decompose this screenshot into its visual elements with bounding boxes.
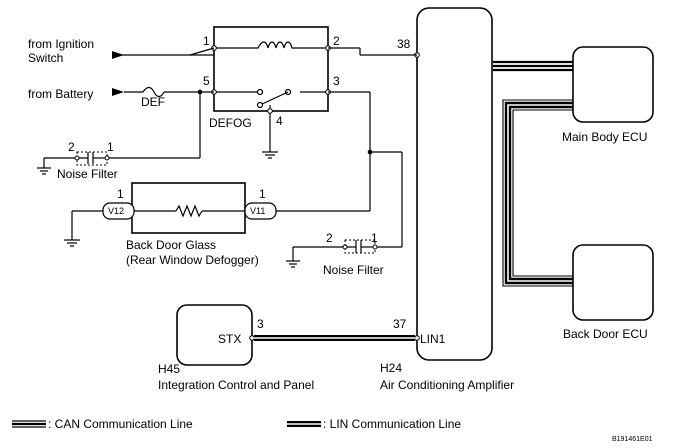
v12-pin: 1 [117,187,124,201]
integration-panel: STX 3 H45 Integration Control and Panel [158,304,314,392]
noise-filter-right-pin-1: 1 [371,231,378,245]
def-fuse-label: DEF [141,95,165,109]
back-door-ecu: Back Door ECU [563,244,654,341]
v11-pin: 1 [259,187,266,201]
fuse-icon [142,86,165,98]
noise-filter-right-pin-2: 2 [326,231,333,245]
legend-can-label: : CAN Communication Line [48,417,193,431]
arrow-right-icon [112,88,124,96]
lin1-terminal: LIN1 [420,332,446,346]
integration-panel-box [176,304,253,366]
relay-pin-1: 1 [203,34,210,48]
integration-panel-label: Integration Control and Panel [158,378,314,392]
back-door-ecu-box [572,244,654,321]
defog-relay: 1 5 2 3 4 DEFOG [203,26,340,130]
defog-relay-label: DEFOG [209,116,252,130]
resistor-icon [175,204,203,218]
integration-panel-code: H45 [158,362,180,376]
noise-filter-right: 2 1 Noise Filter [286,231,402,277]
relay-coil-icon [214,41,328,49]
stx-pin: 3 [257,317,264,331]
ac-amplifier-code: H24 [380,361,402,375]
back-door-glass: V12 V11 1 1 Back Door Glass (Rear Window… [102,182,277,267]
switch-blade-icon [259,91,289,106]
noise-filter-left-pin-2: 2 [68,140,75,154]
back-door-glass-box [131,182,246,234]
ac-amplifier-box [416,7,493,361]
relay-ground [262,113,278,159]
ac-amplifier: 38 37 LIN1 H24 Air Conditioning Amplifie… [380,7,514,392]
relay-pin-5: 5 [203,74,210,88]
main-body-ecu: Main Body ECU [562,46,654,144]
relay-pin-4: 4 [276,114,283,128]
amp-pin-37: 37 [393,317,407,331]
legend-can-swatch [12,420,46,428]
from-battery-label: from Battery [28,87,93,101]
legend-lin-swatch [287,421,321,427]
from-ignition-label-2: Switch [28,51,63,65]
amp-pin-38: 38 [397,37,411,51]
v12-label: V12 [108,206,124,216]
main-body-ecu-box [572,46,654,123]
legend-lin-label: : LIN Communication Line [323,417,461,431]
ac-amplifier-label: Air Conditioning Amplifier [380,378,514,392]
switch-contact-icon [256,88,264,96]
document-id: B191461E01 [612,436,653,443]
arrow-right-icon [112,51,124,59]
noise-filter-left-pin-1: 1 [107,140,114,154]
lin-communication-line [254,335,415,341]
defog-relay-box [213,26,329,112]
back-door-ecu-label: Back Door ECU [563,327,648,341]
relay-pin-2: 2 [333,34,340,48]
can-line-main-body [493,60,573,72]
back-door-glass-label: Back Door Glass [126,238,216,252]
v11-label: V11 [250,206,265,216]
noise-filter-right-label: Noise Filter [323,263,384,277]
noise-filter-left: 2 1 Noise Filter [37,92,201,181]
noise-filter-left-label: Noise Filter [57,167,118,181]
relay-pin-3: 3 [333,74,340,88]
back-door-glass-label-2: (Rear Window Defogger) [126,253,259,267]
stx-terminal: STX [218,332,241,346]
legend: : CAN Communication Line : LIN Communica… [12,417,461,431]
from-ignition-label: from Ignition [28,37,94,51]
main-body-ecu-label: Main Body ECU [562,130,647,144]
can-line-back-door [502,99,573,287]
